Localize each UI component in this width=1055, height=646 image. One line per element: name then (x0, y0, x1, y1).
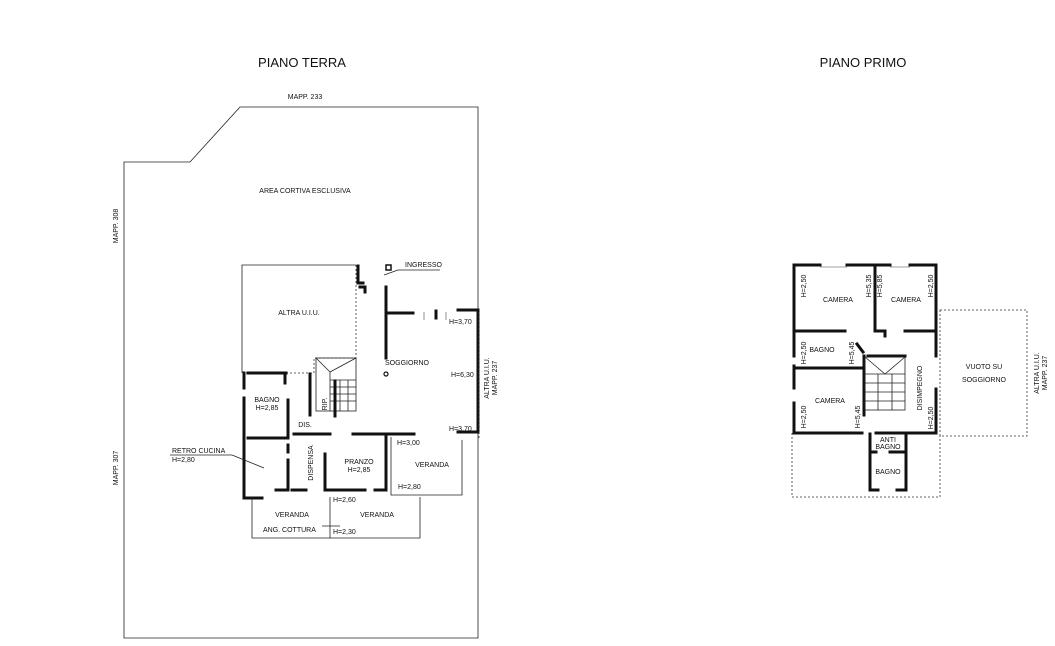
wall (908, 263, 938, 358)
void-outline (939, 309, 1028, 437)
bath-height-right: H=5,45 (849, 342, 856, 365)
wall (242, 396, 264, 500)
room1-height-left: H=2,50 (801, 275, 808, 298)
back-kitchen-height: H=2,80 (172, 457, 195, 464)
wall (373, 432, 388, 492)
antibath-label-1: ANTI (880, 437, 896, 444)
wall (895, 450, 908, 492)
pantry-label: DISPENSA (308, 445, 315, 481)
wall (356, 264, 365, 285)
other-unit-dashed-boundary (244, 265, 357, 374)
void-label-2: SOGGIORNO (962, 377, 1007, 384)
east-parcel-label: MAPP. 237 (1042, 356, 1049, 391)
cooking-label: ANG. COTTURA (263, 527, 316, 534)
veranda-east-label: VERANDA (415, 462, 449, 469)
first-floor-plan: PIANO PRIMO CAMERA H=2,50 H=5,35 CAMERA … (791, 55, 1049, 498)
living-label: SOGGIORNO (385, 360, 430, 367)
ground-floor-outline (791, 433, 941, 498)
wall (874, 387, 938, 435)
first-floor-title: PIANO PRIMO (820, 55, 907, 70)
other-unit-label: ALTRA U.I.U. (278, 310, 320, 317)
parcel-west-top-label: MAPP. 308 (113, 209, 120, 244)
landing-label: DISIMPEGNO (917, 365, 924, 410)
wall (873, 329, 887, 338)
room1-label: CAMERA (823, 297, 853, 304)
entrance-label: INGRESSO (405, 262, 443, 269)
hall-label: DIS. (298, 422, 312, 429)
landing-height: H=2,50 (928, 407, 935, 430)
room3-height-left: H=2,50 (801, 406, 808, 429)
room2-label: CAMERA (891, 297, 921, 304)
wall (384, 285, 415, 315)
bath-height-left: H=2,50 (801, 342, 808, 365)
bath-label: BAGNO (809, 347, 835, 354)
bath2-label: BAGNO (875, 469, 901, 476)
antibath-label-2: BAGNO (875, 444, 901, 451)
room3-height-right: H=5,45 (855, 406, 862, 429)
wall (323, 452, 367, 492)
back-kitchen-label: RETRO CUCINA (172, 448, 226, 455)
other-unit-outline (241, 264, 356, 373)
parcel-west-bottom-label: MAPP. 307 (113, 451, 120, 486)
east-unit-label: ALTRA U.I.U. (1034, 352, 1041, 394)
veranda-east-height-bottom: H=2,80 (398, 484, 421, 491)
parcel-north-label: MAPP. 233 (288, 94, 323, 101)
wall (246, 398, 290, 440)
dining-label: PRANZO (344, 459, 374, 466)
wall (456, 308, 480, 434)
ground-floor-plan: PIANO TERRA MAPP. 233 MAPP. 308 MAPP. 30… (113, 55, 499, 639)
courtyard-label: AREA CORTIVA ESCLUSIVA (259, 188, 351, 195)
living-height-bottom: H=3,70 (449, 426, 472, 433)
void-label-1: VUOTO SU (966, 364, 1002, 371)
east-parcel-label: MAPP. 237 (492, 361, 499, 396)
living-height: H=6,30 (451, 372, 474, 379)
staircase (864, 356, 906, 411)
wall (358, 285, 367, 294)
room3-label: CAMERA (815, 398, 845, 405)
living-height-top: H=3,70 (449, 319, 472, 326)
ground-floor-title: PIANO TERRA (258, 55, 346, 70)
door (854, 341, 866, 355)
room2-height-right: H=2,50 (928, 275, 935, 298)
veranda-outline (390, 437, 463, 496)
veranda-sw-label: VERANDA (275, 512, 309, 519)
veranda-east-height-top: H=3,00 (397, 440, 420, 447)
bath-label: BAGNO (254, 397, 280, 404)
wall (792, 263, 822, 358)
leader-line (383, 269, 399, 276)
veranda-height: H=2,60 (333, 497, 356, 504)
dining-height: H=2,85 (348, 467, 371, 474)
bath-height: H=2,85 (256, 405, 279, 412)
wall (868, 450, 880, 492)
column-marker (383, 371, 389, 377)
column (385, 264, 392, 271)
veranda-outline (251, 497, 421, 539)
room1-height-right: H=5,35 (866, 275, 873, 298)
wall (274, 458, 290, 492)
east-unit-label: ALTRA U.I.U. (484, 357, 491, 399)
cooking-height: H=2,30 (333, 529, 356, 536)
wall (792, 401, 864, 435)
leader-line (231, 454, 265, 469)
storage-label: RIP. (322, 398, 329, 411)
veranda-s-label: VERANDA (360, 512, 394, 519)
parcel-boundary (123, 106, 479, 639)
room2-height-left: H=5,85 (877, 275, 884, 298)
